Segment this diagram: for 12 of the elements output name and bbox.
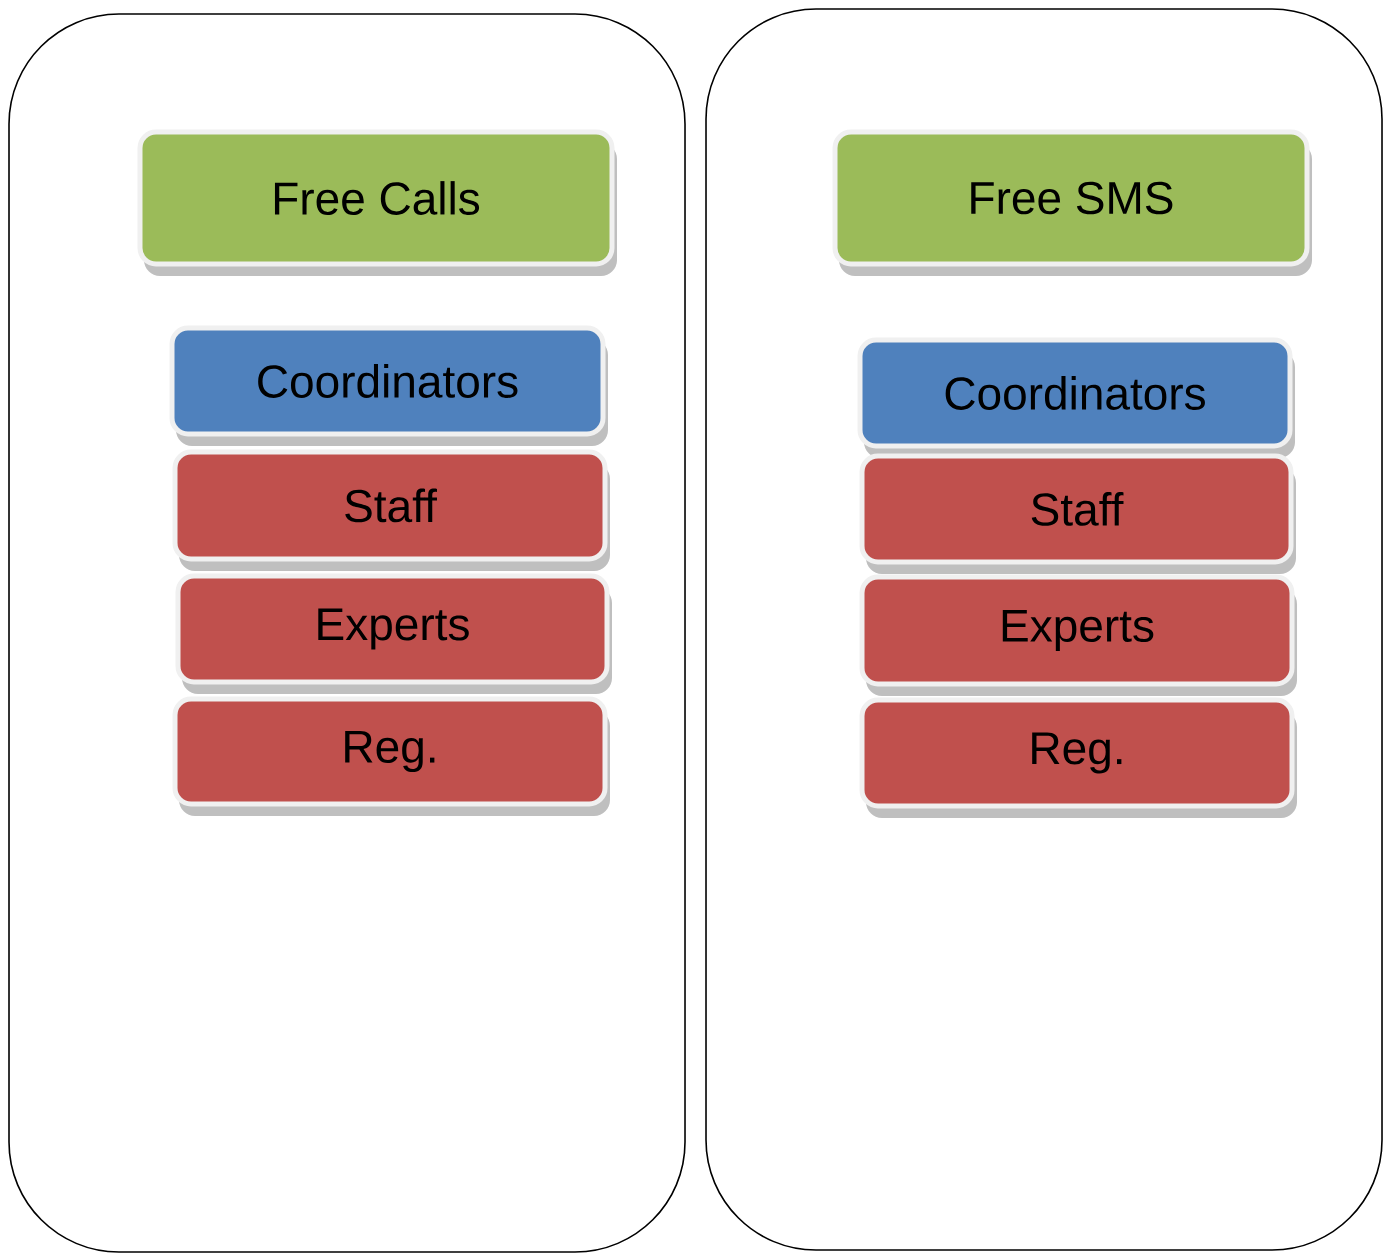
panel: [705, 8, 1383, 1251]
label-box: Staff: [172, 449, 610, 571]
label-box: Coordinators: [857, 337, 1295, 458]
label-box: Free Calls: [137, 129, 617, 276]
label-box: Coordinators: [169, 325, 608, 446]
panel: [8, 13, 686, 1253]
label-box: Free SMS: [832, 129, 1312, 276]
label-box: Experts: [175, 573, 612, 694]
label-box: Experts: [859, 574, 1297, 696]
label-box: Staff: [859, 453, 1296, 574]
label-box: Reg.: [172, 696, 610, 816]
label-box: Reg.: [859, 697, 1297, 818]
